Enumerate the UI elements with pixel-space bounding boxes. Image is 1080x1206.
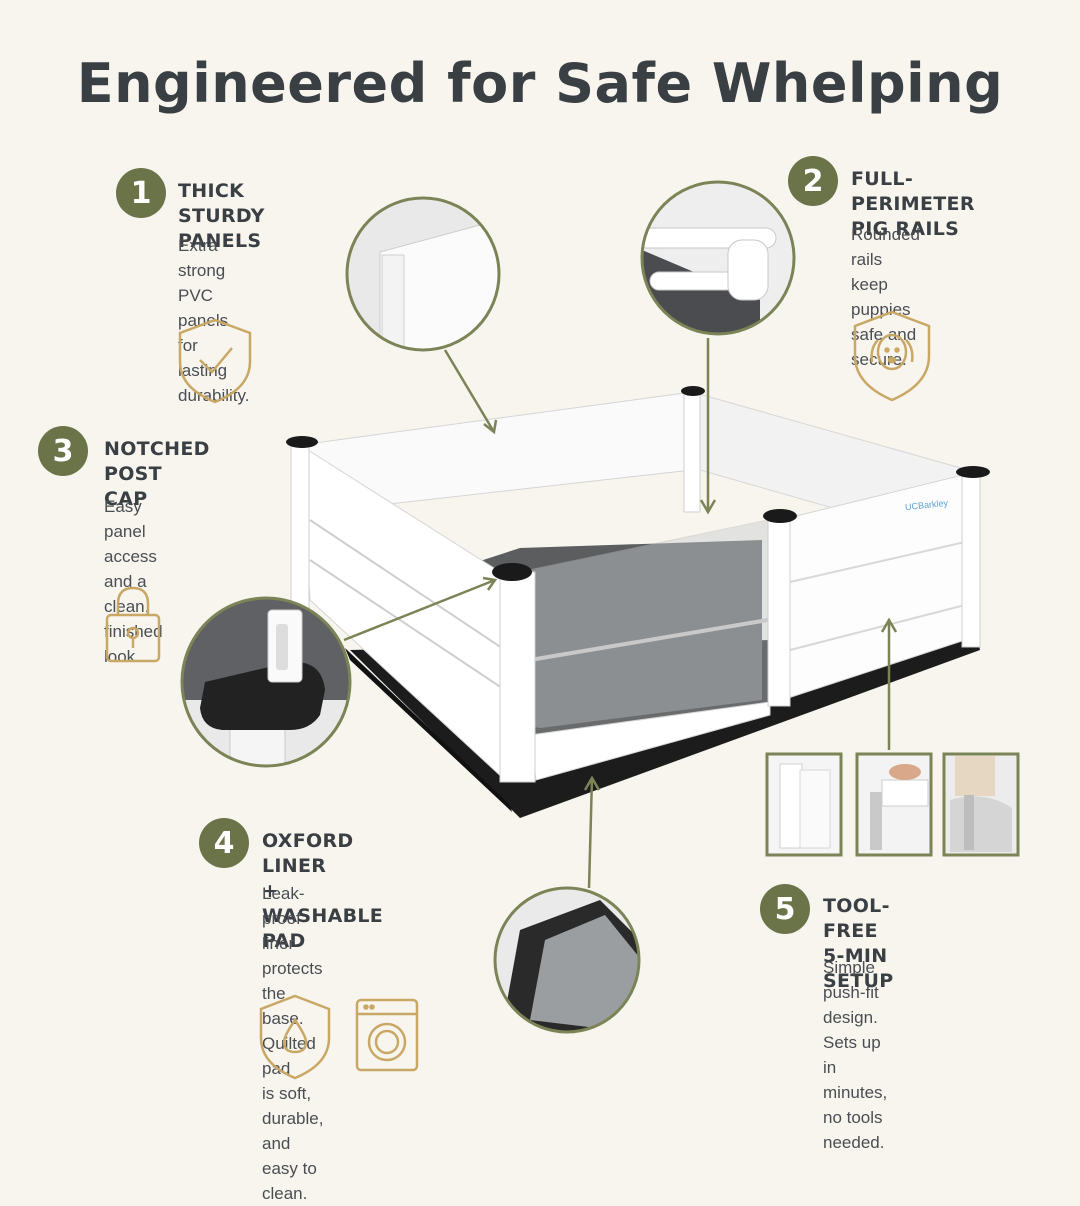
product-illustration	[105, 180, 1020, 1080]
detail-circle-post-cap	[180, 596, 352, 768]
padlock-icon	[105, 586, 161, 663]
feature-2-number: 2	[788, 156, 838, 206]
feature-3-heading: NOTCHED POST CAP	[104, 438, 210, 510]
detail-circle-panel	[345, 196, 501, 352]
callout-arrows	[343, 338, 898, 889]
detail-circle-pig-rail	[640, 180, 796, 336]
shield-drop-icon	[259, 994, 331, 1080]
whelping-box	[286, 386, 990, 818]
washing-machine-icon	[355, 998, 419, 1072]
feature-5-heading: TOOL-FREE 5-MIN SETUP	[823, 895, 894, 992]
setup-photos	[765, 752, 1020, 857]
feature-1-number: 1	[116, 168, 166, 218]
feature-3-description: Easy panel access and a clean, finished …	[104, 497, 163, 666]
feature-4-number: 4	[199, 818, 249, 868]
detail-circle-liner	[493, 886, 641, 1034]
page-title: Engineered for Safe Whelping	[76, 52, 1004, 115]
shield-check-icon	[178, 318, 252, 404]
feature-3-number: 3	[38, 426, 88, 476]
feature-4-heading: OXFORD LINER + WASHABLE PAD	[262, 830, 384, 952]
feature-1-heading: THICK STURDY PANELS	[178, 180, 265, 252]
feature-2-heading: FULL-PERIMETER PIG RAILS	[851, 168, 975, 240]
feature-5-number: 5	[760, 884, 810, 934]
shield-dog-icon	[853, 310, 931, 402]
